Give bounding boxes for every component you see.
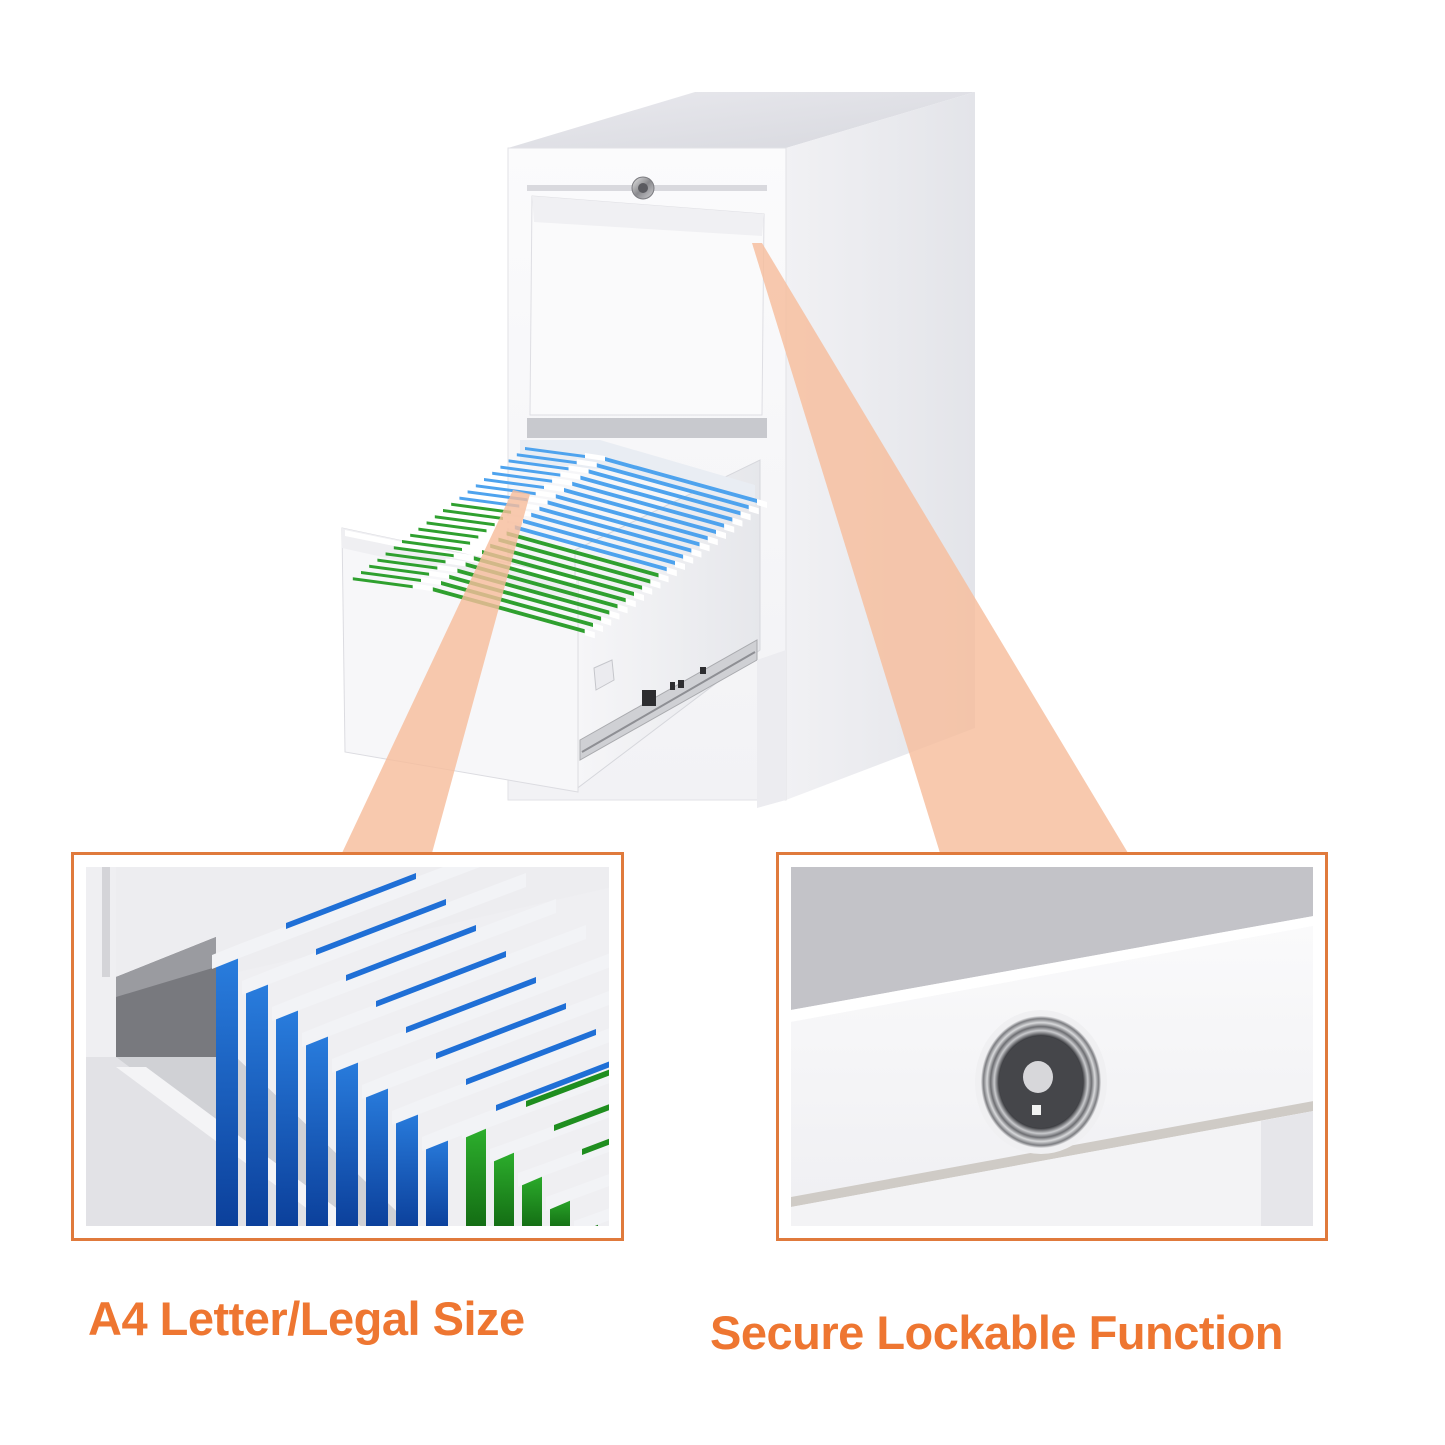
caption-file-size: A4 Letter/Legal Size bbox=[88, 1292, 525, 1345]
callout-box-lock bbox=[776, 852, 1328, 1241]
lock-closeup-illustration bbox=[791, 867, 1313, 1226]
lock-closeup-image bbox=[791, 867, 1313, 1226]
callout-box-file-size bbox=[71, 852, 624, 1241]
lock-cylinder-icon bbox=[975, 1010, 1107, 1154]
beam-left bbox=[342, 490, 530, 853]
beam-right bbox=[752, 243, 1128, 853]
folders-closeup-illustration bbox=[86, 867, 609, 1226]
caption-lockable: Secure Lockable Function bbox=[710, 1306, 1284, 1359]
top-drawer bbox=[529, 195, 765, 416]
folders-closeup-image bbox=[86, 867, 609, 1226]
cabinet-lock-icon bbox=[631, 176, 655, 200]
